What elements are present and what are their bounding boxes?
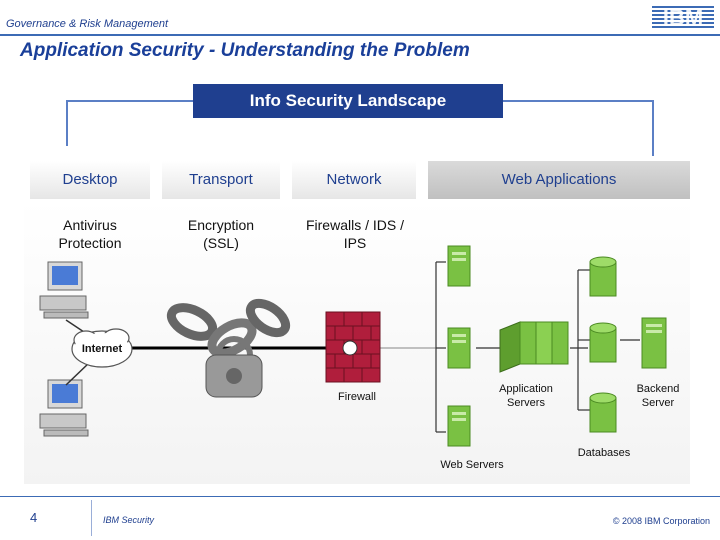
category-network: Network xyxy=(292,161,416,199)
category-transport: Transport xyxy=(162,161,280,199)
web-server-icon xyxy=(447,245,471,287)
footer-divider xyxy=(0,496,720,497)
bracket-right-line xyxy=(503,100,654,102)
application-servers-label: Application Servers xyxy=(499,383,553,409)
internet-label: Internet xyxy=(81,343,123,355)
network-sub-label: Firewalls / IDS / IPS xyxy=(305,217,404,251)
category-web-applications: Web Applications xyxy=(428,161,690,199)
database-icon xyxy=(589,322,617,363)
laptop-computer-icon xyxy=(39,379,89,437)
desktop-computer-icon xyxy=(39,261,89,319)
footer-copyright: © 2008 IBM Corporation xyxy=(612,516,710,526)
web-server-icon xyxy=(447,327,471,369)
bracket-left-drop xyxy=(66,100,68,146)
backend-server-label: Backend Server xyxy=(636,383,680,409)
transport-sub-label: Encryption (SSL) xyxy=(187,217,255,251)
firewall-icon xyxy=(325,311,381,383)
firewall-label: Firewall xyxy=(338,391,376,403)
category-desktop: Desktop xyxy=(30,161,150,199)
database-icon xyxy=(589,392,617,433)
svg-text:IBM: IBM xyxy=(663,5,703,30)
header-divider xyxy=(0,34,720,36)
desktop-sub-label: Antivirus Protection xyxy=(58,217,122,251)
ibm-logo: IBM xyxy=(652,5,714,30)
application-servers-icon xyxy=(499,321,569,373)
web-server-icon xyxy=(447,405,471,447)
chain-lock-icon xyxy=(166,298,291,398)
bracket-left-line xyxy=(66,100,193,102)
page-title: Application Security - Understanding the… xyxy=(20,40,470,61)
bracket-right-drop xyxy=(652,100,654,156)
info-security-landscape-banner: Info Security Landscape xyxy=(193,84,503,118)
backend-server-icon xyxy=(641,317,667,369)
databases-label: Databases xyxy=(577,447,631,459)
internet-cloud-icon xyxy=(71,328,133,368)
footer-org: IBM Security xyxy=(103,515,155,525)
section-title: Governance & Risk Management xyxy=(6,18,169,30)
web-servers-label: Web Servers xyxy=(440,459,504,471)
page-number: 4 xyxy=(30,510,38,525)
footer-separator xyxy=(91,500,92,536)
database-icon xyxy=(589,256,617,297)
